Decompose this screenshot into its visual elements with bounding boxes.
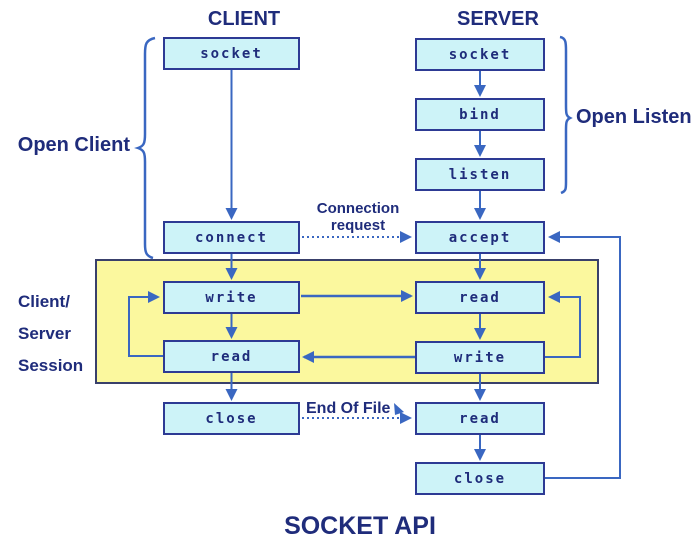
server-box-write: write [415, 341, 545, 374]
open-client-label: Open Client [17, 134, 130, 156]
server-box-close: close [415, 462, 545, 495]
server-box-read2: read [415, 402, 545, 435]
server-box-listen: listen [415, 158, 545, 191]
end-of-file-label: End Of File [306, 400, 391, 417]
loop-client-read-to-write [128, 291, 163, 357]
open-client-brace [134, 36, 156, 260]
server-box-read: read [415, 281, 545, 314]
server-box-socket: socket [415, 38, 545, 71]
client-box-write: write [163, 281, 300, 314]
diagram-title: SOCKET API [284, 512, 436, 540]
connection-request-line1: Connection [316, 200, 400, 217]
loop-server-close-to-accept [545, 231, 621, 479]
loop-server-write-to-read [545, 291, 581, 358]
open-listen-brace [559, 35, 573, 195]
connection-request-line2: request [330, 217, 386, 234]
session-label: Client/ Server Session [18, 286, 83, 382]
open-listen-label: Open Listen [576, 106, 692, 128]
client-box-connect: connect [163, 221, 300, 254]
eof-leader-arrow-icon [394, 403, 404, 415]
session-label-line2: Server [18, 324, 71, 343]
connection-request-label: Connection request [306, 200, 410, 234]
client-box-close: close [163, 402, 300, 435]
client-box-read: read [163, 340, 300, 373]
session-label-line1: Client/ [18, 292, 70, 311]
server-box-bind: bind [415, 98, 545, 131]
server-header: SERVER [457, 8, 539, 30]
client-header: CLIENT [207, 8, 281, 30]
client-box-socket: socket [163, 37, 300, 70]
session-label-line3: Session [18, 356, 84, 375]
server-box-accept: accept [415, 221, 545, 254]
